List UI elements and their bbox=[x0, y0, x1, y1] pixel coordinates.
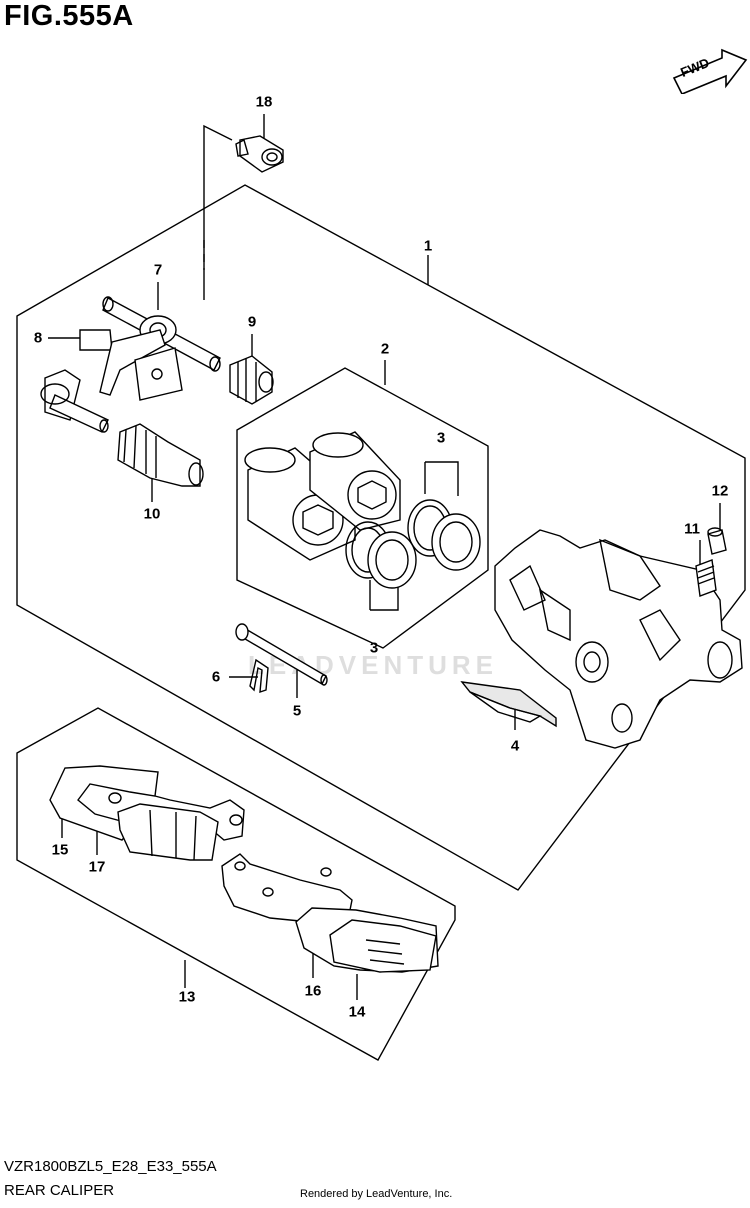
callout-1: 1 bbox=[423, 237, 433, 255]
assembly-box-outline bbox=[16, 184, 746, 891]
callout-10: 10 bbox=[143, 505, 161, 523]
callout-2: 2 bbox=[380, 340, 390, 358]
callout-14: 14 bbox=[348, 1003, 366, 1021]
callout-15: 15 bbox=[51, 841, 69, 859]
piston-box-outline bbox=[236, 367, 489, 649]
callout-13: 13 bbox=[178, 988, 196, 1006]
diagram-code: VZR1800BZL5_E28_E33_555A bbox=[4, 1158, 217, 1175]
pad-set-box-outline bbox=[16, 707, 456, 1061]
callout-12: 12 bbox=[711, 482, 729, 500]
callout-16: 16 bbox=[304, 982, 322, 1000]
rendered-by-credit: Rendered by LeadVenture, Inc. bbox=[300, 1188, 453, 1200]
callout-3-bottom: 3 bbox=[369, 639, 379, 657]
clip-drawing bbox=[249, 658, 269, 694]
boot-large-drawing bbox=[117, 423, 204, 487]
callout-6: 6 bbox=[211, 668, 221, 686]
piston-seals-drawing bbox=[345, 499, 481, 589]
pad-pin-drawing bbox=[235, 623, 328, 686]
callout-8: 8 bbox=[33, 329, 43, 347]
figure-title: FIG.555A bbox=[4, 0, 134, 32]
callout-3-top: 3 bbox=[436, 429, 446, 447]
callout-9: 9 bbox=[247, 313, 257, 331]
diagram-name: REAR CALIPER bbox=[4, 1182, 115, 1199]
callout-18: 18 bbox=[255, 93, 273, 111]
callout-5: 5 bbox=[292, 702, 302, 720]
piston-set-drawing bbox=[244, 431, 401, 561]
boot-small-drawing bbox=[229, 355, 274, 405]
callout-7: 7 bbox=[153, 261, 163, 279]
bleeder-screw-drawing bbox=[235, 135, 284, 173]
callout-11: 11 bbox=[684, 520, 700, 538]
callout-17: 17 bbox=[88, 858, 106, 876]
forward-arrow-icon bbox=[672, 48, 748, 94]
pad-set-left-drawing bbox=[49, 765, 245, 861]
pin-bracket-drawing bbox=[40, 329, 183, 433]
pad-spring-drawing bbox=[460, 681, 557, 728]
callout-4: 4 bbox=[510, 737, 520, 755]
caliper-body-drawing bbox=[494, 527, 743, 749]
pad-set-right-drawing bbox=[221, 853, 439, 973]
